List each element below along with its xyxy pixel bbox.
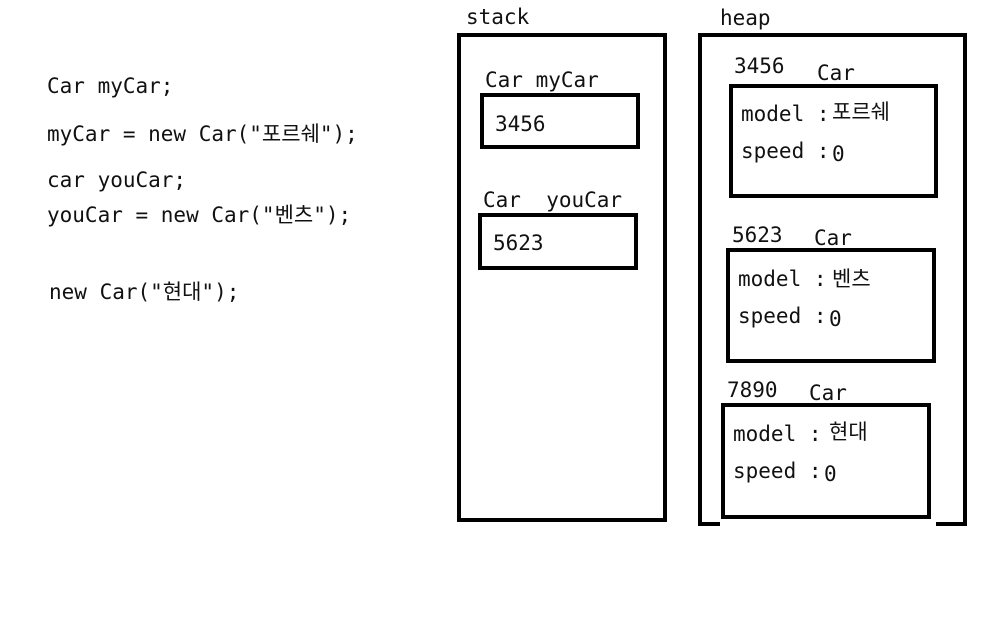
heap-object-address: 7890 <box>727 378 778 402</box>
code-line-declare-mycar: Car myCar; <box>47 74 174 98</box>
heap-frame-top <box>698 33 967 37</box>
heap-object-box <box>721 403 931 519</box>
code-line-new-hyundai: new Car("현대"); <box>49 280 240 304</box>
heap-object-speed-value: 0 <box>832 142 845 166</box>
heap-object-box <box>726 248 936 363</box>
heap-object-type: Car <box>817 61 855 85</box>
heap-object-box <box>729 84 938 198</box>
heap-frame-right <box>963 33 967 526</box>
stack-title: stack <box>466 5 530 29</box>
code-line-assign-mycar: myCar = new Car("포르쉐"); <box>47 122 358 146</box>
stack-var-label-youcar: Car youCar <box>483 188 623 212</box>
heap-object-model-label: model : <box>741 102 830 126</box>
heap-object-type: Car <box>814 226 852 250</box>
heap-object-type: Car <box>809 381 847 405</box>
stack-var-box-youcar <box>478 213 638 270</box>
heap-frame-bottom-left <box>698 522 720 526</box>
stack-var-box-mycar <box>480 93 640 149</box>
heap-object-speed-label: speed : <box>738 304 827 328</box>
stack-var-value-mycar: 3456 <box>495 112 546 136</box>
heap-object-speed-label: speed : <box>741 139 830 163</box>
heap-object-speed-label: speed : <box>733 459 822 483</box>
heap-object-address: 3456 <box>734 54 785 78</box>
heap-frame-left <box>698 33 702 526</box>
heap-object-model-value: 현대 <box>829 420 868 444</box>
heap-object-model-value: 벤츠 <box>832 267 871 291</box>
heap-object-speed-value: 0 <box>824 462 837 486</box>
stack-frame <box>457 33 667 522</box>
code-line-assign-youcar: youCar = new Car("벤츠"); <box>47 203 352 227</box>
heap-title: heap <box>720 6 771 30</box>
heap-object-model-value: 포르쉐 <box>832 100 890 124</box>
code-line-declare-youcar: car youCar; <box>47 168 187 192</box>
heap-object-model-label: model : <box>738 267 827 291</box>
stack-var-label-mycar: Car myCar <box>485 68 599 92</box>
heap-frame-bottom-right <box>936 522 967 526</box>
heap-object-speed-value: 0 <box>829 307 842 331</box>
stack-var-value-youcar: 5623 <box>493 231 544 255</box>
heap-object-address: 5623 <box>732 223 783 247</box>
heap-object-model-label: model : <box>733 422 822 446</box>
